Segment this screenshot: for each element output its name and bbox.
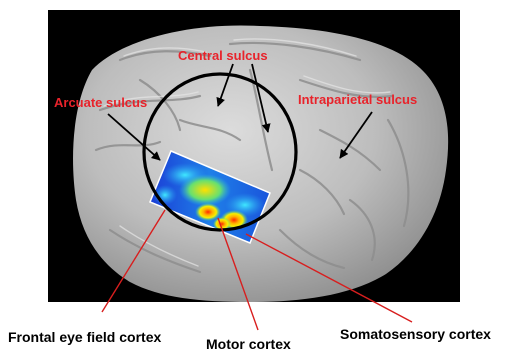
frontal-eye-field-label: Frontal eye field cortex	[8, 330, 161, 344]
motor-cortex-label: Motor cortex	[206, 337, 291, 350]
brain-surface	[73, 25, 448, 302]
arcuate-sulcus-label: Arcuate sulcus	[54, 96, 147, 109]
somatosensory-cortex-label: Somatosensory cortex	[340, 327, 491, 341]
intraparietal-sulcus-label: Intraparietal sulcus	[298, 93, 417, 106]
central-sulcus-label: Central sulcus	[178, 49, 268, 62]
